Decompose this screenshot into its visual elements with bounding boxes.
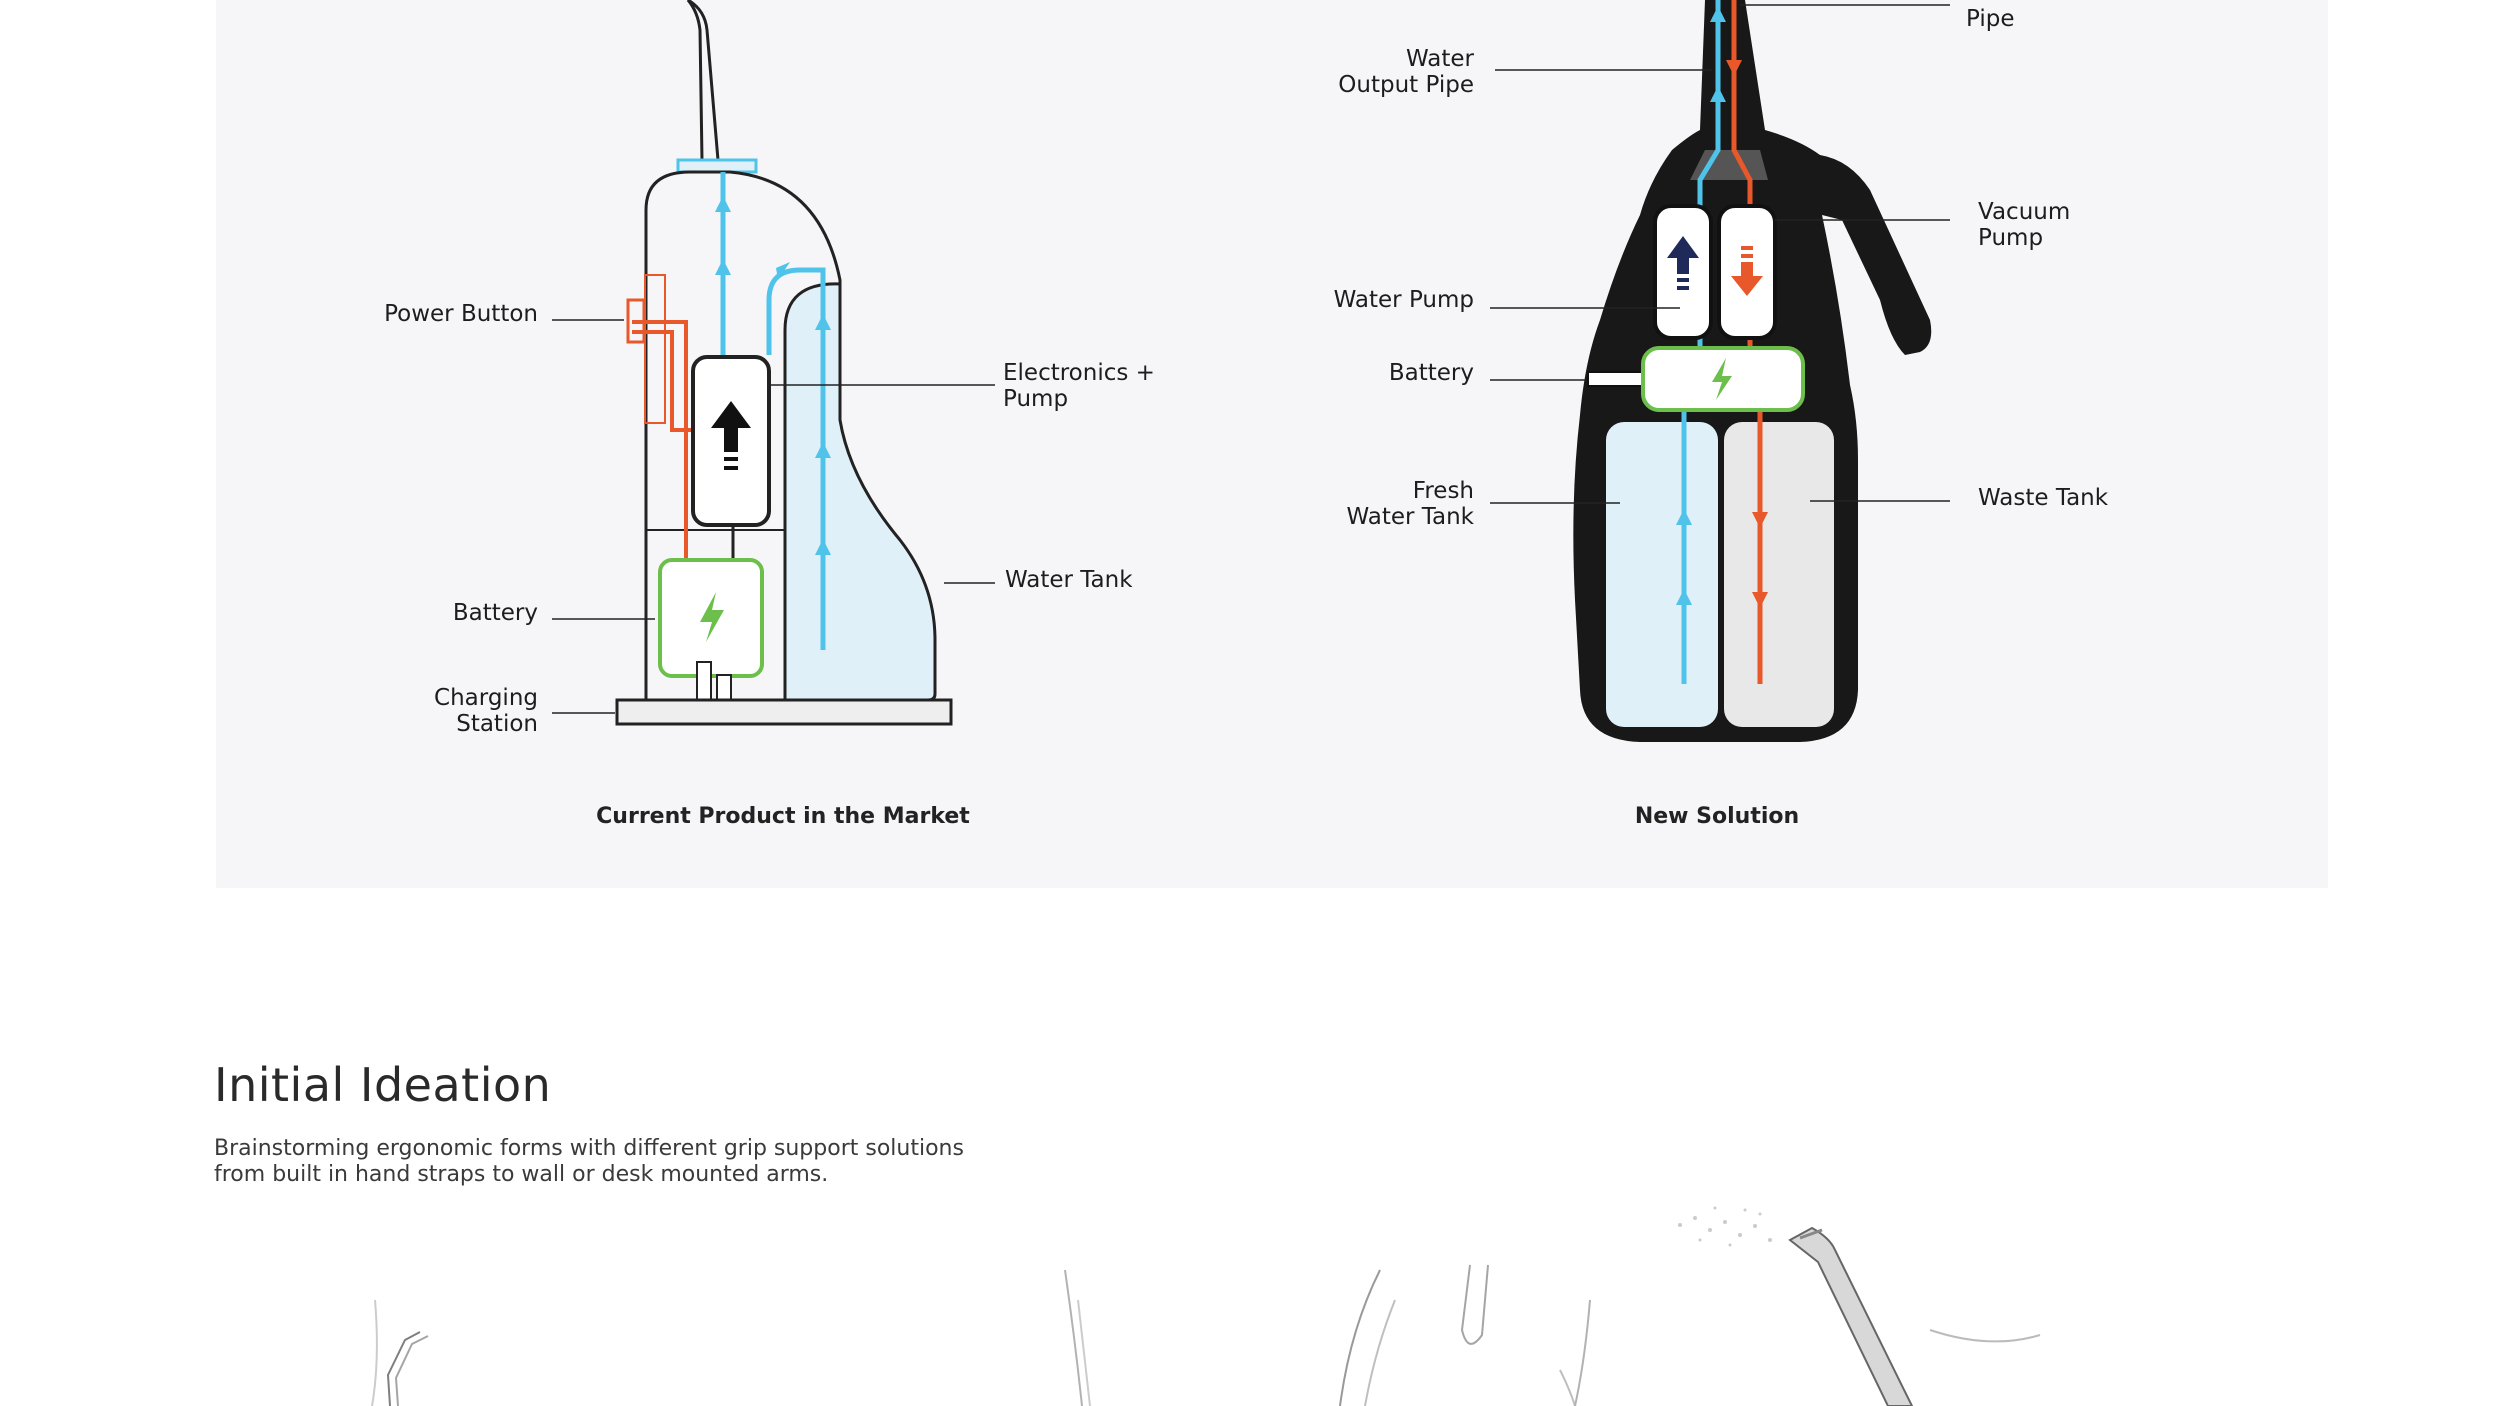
diagram-panel	[216, 0, 2328, 888]
sketch-spray	[1678, 1206, 1772, 1247]
label-suction-pipe: Pipe	[1966, 6, 2015, 32]
product-comparison-diagram: Power Button Electronics + Pump Water Ta…	[384, 0, 2109, 829]
label-battery-left: Battery	[453, 600, 538, 626]
label-waste-tank: Waste Tank	[1978, 485, 2109, 511]
label-water-tank: Water Tank	[1005, 567, 1133, 593]
label-charging-station-1: Charging	[434, 685, 538, 711]
pump-arrow-icon	[711, 401, 751, 452]
waste-tank-shape	[1724, 422, 1834, 727]
fresh-water-tank-shape	[1606, 422, 1718, 727]
sketch-3	[1339, 1269, 1381, 1406]
label-electronics-pump-2: Pump	[1003, 386, 1068, 412]
ideation-sketches	[371, 1206, 2041, 1406]
sketch-1	[386, 1331, 421, 1406]
label-water-output-pipe-1: Water	[1406, 46, 1475, 72]
label-water-output-pipe-2: Output Pipe	[1338, 72, 1474, 98]
power-button-shape	[644, 274, 666, 424]
vacuum-pump-arrow-icon	[1731, 262, 1763, 296]
new-solution-illustration	[1573, 0, 1932, 742]
power-wire	[632, 320, 688, 560]
description-line-2: from built in hand straps to wall or des…	[214, 1162, 829, 1187]
new-battery-bolt-icon	[1712, 358, 1732, 400]
label-water-pump: Water Pump	[1334, 287, 1474, 313]
description-line-1: Brainstorming ergonomic forms with diffe…	[214, 1136, 964, 1161]
device-body-outline	[644, 170, 842, 700]
water-pump-arrow-icon	[1667, 236, 1699, 274]
label-vacuum-pump-2: Pump	[1978, 225, 2043, 251]
current-product-illustration	[615, 0, 953, 726]
section-title-initial-ideation: Initial Ideation	[214, 1058, 552, 1112]
battery-bolt-icon	[700, 592, 724, 642]
label-fresh-water-tank-2: Water Tank	[1346, 504, 1474, 530]
water-tank-shape	[783, 282, 937, 702]
sketch-2	[1064, 1269, 1083, 1406]
label-electronics-pump-1: Electronics +	[1003, 360, 1155, 386]
nozzle-connector	[676, 158, 758, 174]
sketch-nozzle	[1788, 1226, 2041, 1406]
caption-new-solution: New Solution	[1635, 804, 1799, 829]
label-fresh-water-tank-1: Fresh	[1413, 478, 1474, 504]
nozzle	[686, 0, 720, 162]
caption-current-product: Current Product in the Market	[596, 804, 970, 829]
label-power-button: Power Button	[384, 301, 538, 327]
section-description: Brainstorming ergonomic forms with diffe…	[214, 1136, 1214, 1188]
label-charging-station-2: Station	[456, 711, 538, 737]
label-battery-right: Battery	[1389, 360, 1474, 386]
label-vacuum-pump-1: Vacuum	[1978, 199, 2070, 225]
charging-station-shape	[615, 698, 953, 726]
